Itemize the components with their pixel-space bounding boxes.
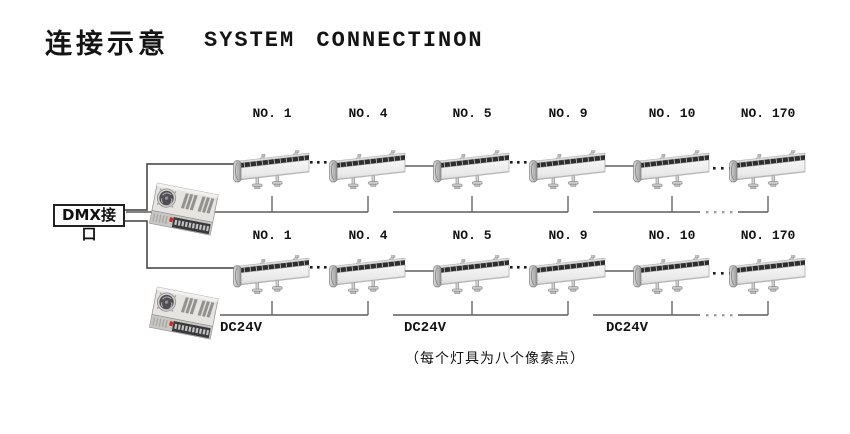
- fixture-number-label: NO. 1: [252, 228, 292, 243]
- page-title-en: SYSTEM CONNECTINON: [204, 28, 484, 53]
- fixture-number-label: NO. 170: [740, 106, 796, 121]
- fixture-number-label: NO. 4: [348, 106, 388, 121]
- led-wall-washer-icon: [633, 255, 710, 295]
- fixture-number-label: NO. 9: [548, 228, 588, 243]
- led-wall-washer-icon: [329, 150, 406, 190]
- fixture-row-2: [233, 255, 806, 295]
- power-bus-dots-row-2: [706, 314, 733, 317]
- dmx-interface-box: DMX接口: [53, 204, 125, 243]
- led-wall-washer-icon: [329, 255, 406, 295]
- power-drops-row-2: [271, 301, 769, 315]
- dc24v-label: DC24V: [606, 320, 649, 336]
- fixture-number-label: NO. 1: [252, 106, 292, 121]
- led-wall-washer-icon: [433, 150, 510, 190]
- led-wall-washer-icon: [233, 150, 310, 190]
- power-bus-dots-row-1: [706, 211, 733, 214]
- led-wall-washer-icon: [729, 255, 806, 295]
- fixture-row-1: [233, 150, 806, 190]
- power-supply-icon: [148, 286, 219, 340]
- fixture-number-label: NO. 9: [548, 106, 588, 121]
- dc24v-label: DC24V: [220, 320, 263, 336]
- fixture-chain-wires: [403, 165, 636, 272]
- fixture-number-label: NO. 10: [648, 228, 696, 243]
- fixture-number-label: NO. 170: [740, 228, 796, 243]
- dmx-interface-label: DMX接口: [62, 206, 116, 243]
- dmx-signal-wires: [125, 163, 234, 269]
- pixel-count-caption: （每个灯具为八个像素点）: [405, 351, 585, 367]
- led-wall-washer-icon: [233, 255, 310, 295]
- fixture-number-label: NO. 5: [452, 228, 492, 243]
- led-wall-washer-icon: [729, 150, 806, 190]
- led-wall-washer-icon: [633, 150, 710, 190]
- fixture-number-label: NO. 4: [348, 228, 388, 243]
- fixture-number-label: NO. 10: [648, 106, 696, 121]
- fixture-number-label: NO. 5: [452, 106, 492, 121]
- led-wall-washer-icon: [433, 255, 510, 295]
- page-title-zh: 连接示意: [45, 29, 169, 60]
- power-drops-row-1: [271, 196, 769, 212]
- power-supply-icon: [148, 182, 219, 236]
- dc24v-label: DC24V: [404, 320, 447, 336]
- led-wall-washer-icon: [529, 255, 606, 295]
- led-wall-washer-icon: [529, 150, 606, 190]
